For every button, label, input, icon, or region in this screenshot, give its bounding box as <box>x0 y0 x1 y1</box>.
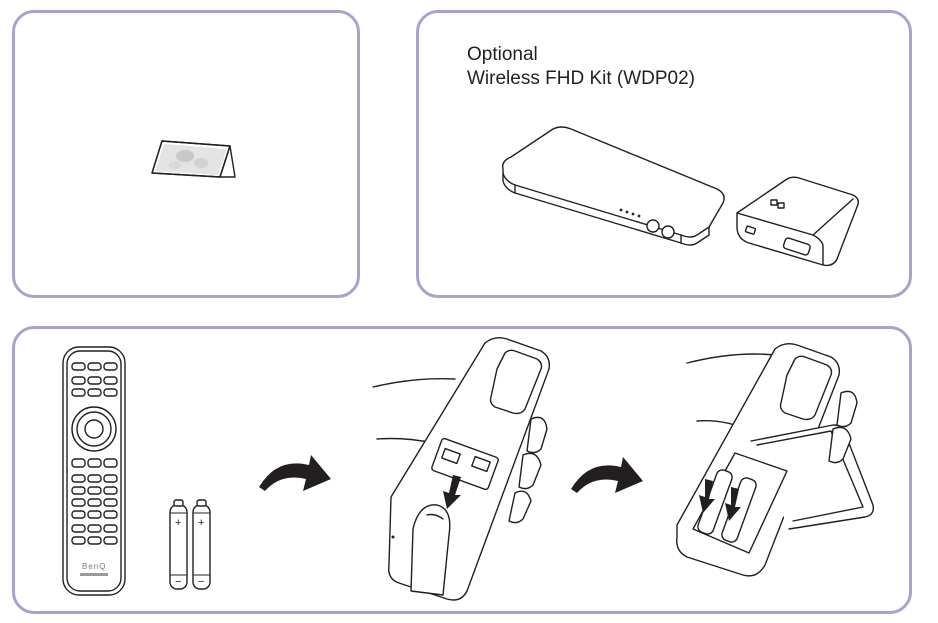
curved-arrow-icon <box>259 455 331 491</box>
kit-caption-optional: Optional <box>467 44 538 65</box>
remote-panel: BenQ + + − − <box>12 326 912 614</box>
remote-keypad <box>71 362 118 397</box>
curved-arrow-icon <box>571 457 643 493</box>
insert-batteries-illustration <box>676 342 875 577</box>
remote-control-icon: BenQ <box>62 346 126 596</box>
wireless-receiver-icon <box>736 176 860 267</box>
kit-caption-title: Wireless FHD Kit (WDP02) <box>467 68 696 89</box>
battery-minus-sign: − <box>198 576 204 588</box>
battery-plus-sign: + <box>198 517 204 529</box>
battery-minus-sign: − <box>175 576 181 588</box>
batteries-icon: + + − − <box>169 499 211 590</box>
wireless-kit-panel: Optional Wireless FHD Kit (WDP02) <box>416 10 912 298</box>
kit-caption: Optional Wireless FHD Kit (WDP02) <box>467 43 695 91</box>
wireless-transmitter-icon <box>501 126 725 246</box>
open-battery-cover-illustration <box>372 336 551 601</box>
folded-card-icon <box>151 140 236 178</box>
battery-plus-sign: + <box>175 517 181 529</box>
remote-brand-label: BenQ <box>82 562 106 571</box>
card-panel <box>12 10 360 298</box>
